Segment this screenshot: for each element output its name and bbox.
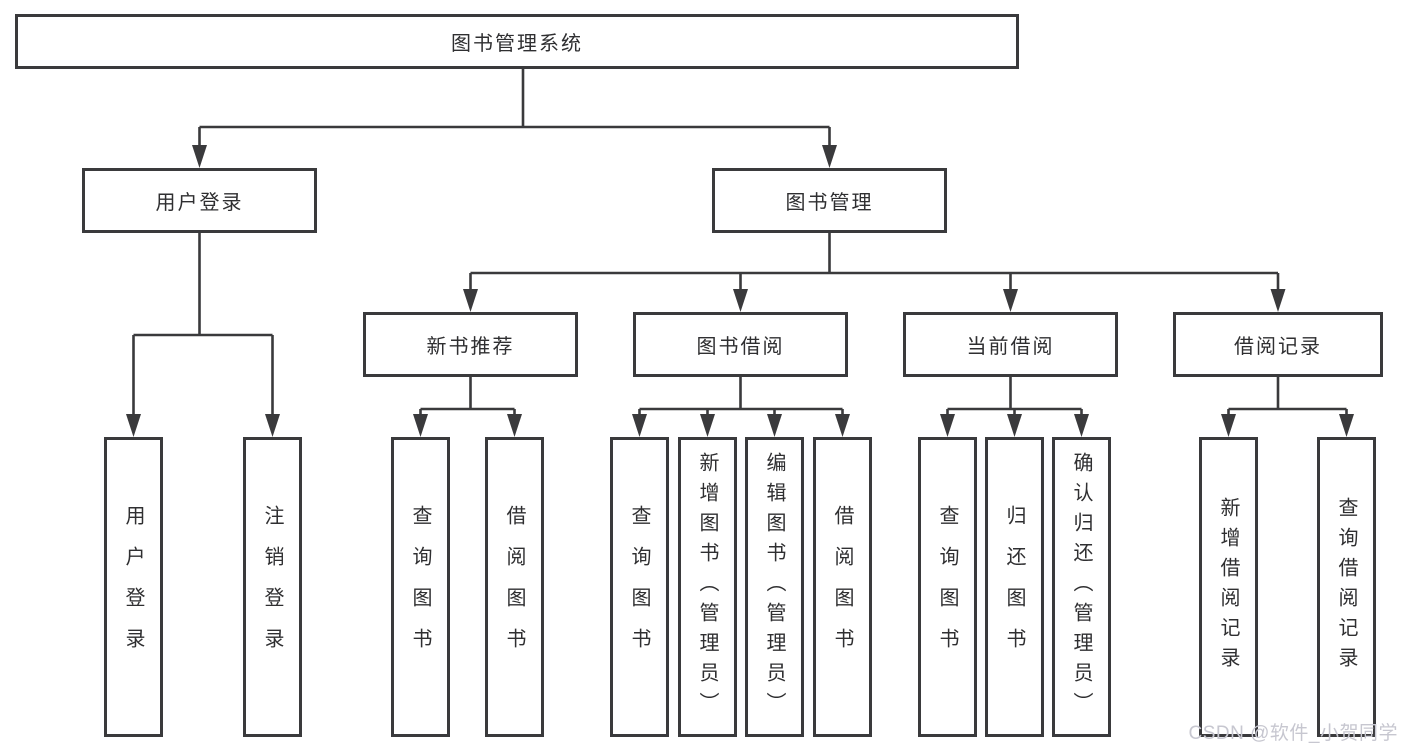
leaf-edit-book-admin: 编辑图书（管理员） (745, 437, 804, 737)
leaf-query-book-borrow: 查询图书 (610, 437, 669, 737)
leaf-borrow-book: 借阅图书 (813, 437, 872, 737)
connector-new-book-children (413, 377, 522, 437)
connector-book-borrow-children (632, 377, 850, 437)
connector-user-login-children (126, 233, 280, 437)
leaf-user-login: 用户登录 (104, 437, 163, 737)
node-root: 图书管理系统 (15, 14, 1019, 69)
node-borrow-record: 借阅记录 (1173, 312, 1383, 377)
leaf-return-book: 归还图书 (985, 437, 1044, 737)
node-current-borrow: 当前借阅 (903, 312, 1118, 377)
node-book-borrow: 图书借阅 (633, 312, 848, 377)
connector-borrow-record-children (1221, 377, 1354, 437)
leaf-logout: 注销登录 (243, 437, 302, 737)
leaf-confirm-return-admin: 确认归还（管理员） (1052, 437, 1111, 737)
connector-root-to-level2 (192, 69, 837, 168)
node-book-mgmt: 图书管理 (712, 168, 947, 233)
connector-current-borrow-children (940, 377, 1089, 437)
leaf-add-book-admin: 新增图书（管理员） (678, 437, 737, 737)
leaf-add-borrow-record: 新增借阅记录 (1199, 437, 1258, 737)
connector-book-mgmt-to-level3 (463, 233, 1286, 312)
node-user-login: 用户登录 (82, 168, 317, 233)
node-new-book-recommend: 新书推荐 (363, 312, 578, 377)
leaf-query-book-recommend: 查询图书 (391, 437, 450, 737)
leaf-query-borrow-record: 查询借阅记录 (1317, 437, 1376, 737)
leaf-borrow-book-recommend: 借阅图书 (485, 437, 544, 737)
leaf-query-book-current: 查询图书 (918, 437, 977, 737)
